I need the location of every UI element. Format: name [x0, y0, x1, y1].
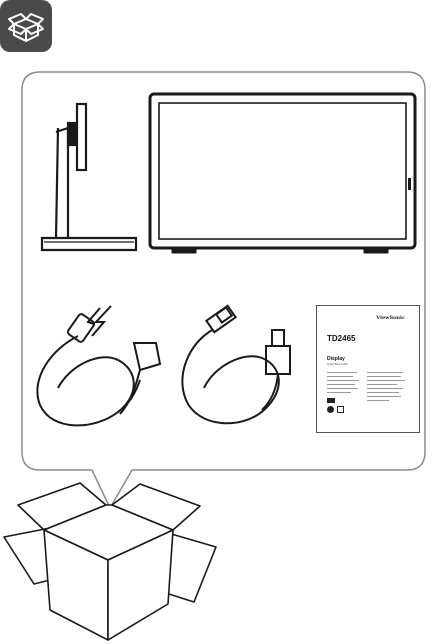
- monitor-panel-icon: [148, 92, 417, 254]
- quick-start-guide: ViewSonic TD2465 Display Quick Start Gui…: [316, 305, 420, 433]
- guide-flag-icon: [327, 398, 335, 403]
- open-box-icon: [8, 13, 44, 42]
- guide-recycle-icon: [337, 406, 344, 413]
- monitor-stand-icon: [40, 102, 138, 252]
- hdmi-cable-icon: [181, 304, 291, 425]
- guide-qr-icon: [327, 406, 334, 413]
- guide-model-number: TD2465: [327, 334, 356, 343]
- open-cardboard-box-icon: [3, 482, 217, 641]
- package-contents-badge: [0, 0, 52, 52]
- guide-brand-logo: ViewSonic: [376, 315, 405, 321]
- guide-title: Display: [327, 356, 345, 362]
- guide-subtitle: Quick Start Guide: [327, 363, 348, 366]
- guide-text-lines: [327, 372, 411, 413]
- power-cable-icon: [36, 305, 162, 427]
